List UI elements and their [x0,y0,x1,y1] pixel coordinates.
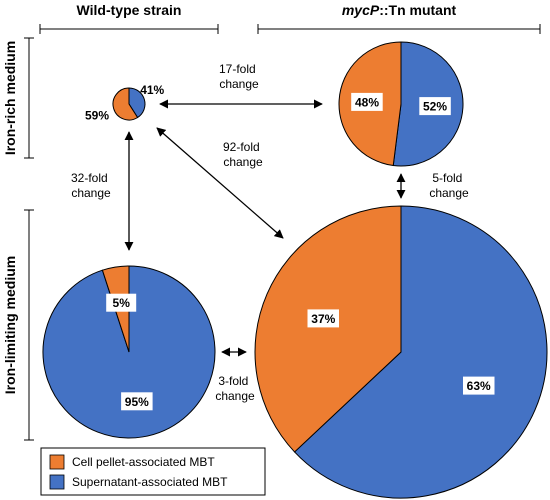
row-header-iron-rich: Iron-rich medium [2,41,18,155]
row-bracket-iron-limiting [24,209,34,441]
column-header-mutant: mycP::Tn mutant [342,2,457,18]
fold-label-92-line2: change [223,155,263,169]
pie-slice-mut-iron-limiting-supernatant [293,205,548,499]
pie-label-box-mut-iron-limiting-cell-pellet [307,309,339,328]
legend: Cell pellet-associated MBT Supernatant-a… [40,447,266,496]
row-bracket-iron-rich [24,37,34,159]
column-bracket-wild-type [39,24,219,34]
pie-label-mut-iron-limiting-cell-pellet: 37% [311,312,335,326]
pie-mut-iron-rich: 48% 52% [338,41,464,167]
fold-label-92: 92-fold change [223,140,263,169]
pie-label-mut-iron-limiting-supernatant: 63% [467,379,491,393]
fold-label-92-line1: 92-fold [223,140,260,154]
legend-box [40,447,266,496]
legend-label-cell-pellet: Cell pellet-associated MBT [72,455,215,469]
pie-label-mut-iron-rich-cell-pellet: 48% [355,95,379,109]
pie-label-box-wt-iron-limiting-cell-pellet [106,293,137,312]
pie-label-box-mut-iron-limiting-supernatant [463,376,495,395]
pie-label-box-wt-iron-limiting-supernatant [121,392,153,411]
pie-label-wt-iron-rich-cell-pellet: 59% [85,109,109,123]
legend-label-supernatant: Supernatant-associated MBT [72,475,228,489]
pie-wt-iron-rich: 59% 41% [85,83,165,123]
row-header-iron-limiting: Iron-limiting medium [2,256,18,394]
fold-label-32-line1: 32-fold [71,171,108,185]
fold-label-32-line2: change [71,186,111,200]
pies: 59% 41% 48% 52% 5% 95% 37% 63% [42,41,548,499]
fold-label-5: 5-fold change [429,171,469,200]
column-header-wild-type: Wild-type strain [77,2,182,18]
fold-label-5-line1: 5-fold [432,171,462,185]
fold-change-arrows [124,99,406,357]
pie-wt-iron-limiting: 5% 95% [42,265,216,439]
pie-label-box-mut-iron-rich-cell-pellet [351,92,383,111]
fold-label-17-line1: 17-fold [219,62,256,76]
pie-slice-mut-iron-limiting-cell-pellet [254,205,402,453]
fold-label-3-line1: 3-fold [218,374,248,388]
fold-label-3: 3-fold change [215,374,255,403]
column-bracket-mutant [257,24,541,34]
pie-label-wt-iron-rich-supernatant: 41% [140,83,164,97]
fold-label-32: 32-fold change [71,171,111,200]
fold-label-17-line2: change [219,77,259,91]
pie-label-wt-iron-limiting-cell-pellet: 5% [113,296,131,310]
legend-swatch-supernatant [49,474,65,490]
pie-label-mut-iron-rich-supernatant: 52% [423,100,447,114]
pie-label-box-mut-iron-rich-supernatant [419,97,451,116]
column-header-mutant-gene: mycP [342,2,380,18]
column-header-mutant-suffix: ::Tn mutant [379,2,456,18]
arrow-92-fold [156,127,284,239]
fold-label-3-line2: change [215,389,255,403]
pie-mut-iron-limiting: 37% 63% [254,205,548,499]
pie-slice-wt-iron-rich-cell-pellet [112,87,139,121]
fold-label-5-line2: change [429,186,469,200]
pie-label-wt-iron-limiting-supernatant: 95% [125,395,149,409]
fold-label-17: 17-fold change [219,62,259,91]
legend-swatch-cell-pellet [49,454,65,470]
